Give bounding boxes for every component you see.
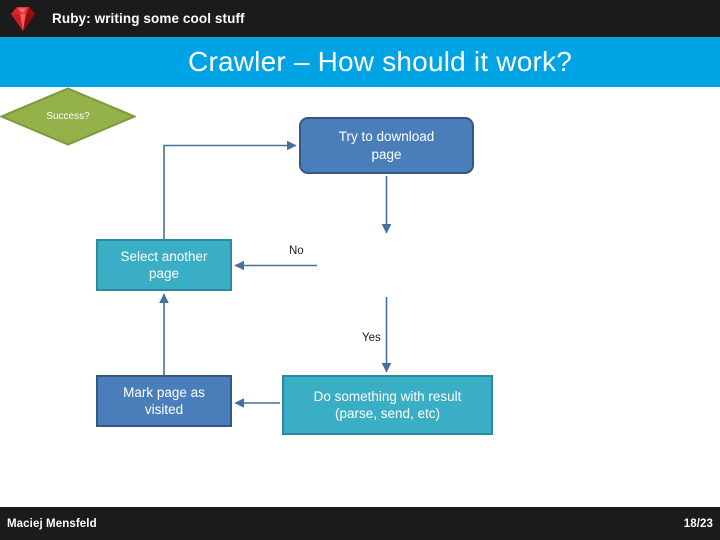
flow-node-label: Mark page as visited (123, 384, 205, 419)
flow-node-label-line2: (parse, send, etc) (334, 406, 441, 421)
flow-node-label: Select another page (120, 248, 207, 283)
flowchart-connectors (159, 140, 392, 408)
flow-node-success-decision[interactable]: Success? (0, 87, 136, 146)
flow-node-label-line1: Do something with result (313, 388, 462, 404)
slide-title-banner: Crawler – How should it work? (0, 37, 720, 87)
flow-node-label-line2: page (371, 146, 402, 162)
flow-node-label-line2: page (148, 266, 180, 281)
flow-node-label-line2: visited (144, 402, 184, 417)
ruby-gem-icon (6, 2, 40, 36)
flow-node-label: Do something with result (parse, send, e… (314, 388, 462, 423)
flow-node-label: Success? (46, 111, 90, 122)
slide-title: Crawler – How should it work? (188, 46, 572, 77)
flow-node-label-line1: Try to download (338, 129, 435, 145)
diamond-shape (0, 87, 136, 146)
flow-node-label-line1: Select another (120, 248, 208, 264)
flow-node-select-another-page[interactable]: Select another page (96, 239, 232, 291)
flow-node-do-something-with-result[interactable]: Do something with result (parse, send, e… (282, 375, 493, 435)
flowchart-canvas: Try to download page Select another page… (0, 87, 720, 507)
flow-node-label-line1: Mark page as (123, 384, 205, 400)
edge-select-to-download (163, 140, 297, 239)
edge-label-yes: Yes (362, 332, 381, 344)
footer-author: Maciej Mensfeld (7, 517, 97, 530)
flow-node-mark-page-as-visited[interactable]: Mark page as visited (96, 375, 232, 427)
deck-title: Ruby: writing some cool stuff (52, 11, 245, 26)
footer-bar: Maciej Mensfeld 18/23 (0, 507, 720, 540)
flow-node-try-to-download-page[interactable]: Try to download page (299, 117, 474, 174)
top-bar: Ruby: writing some cool stuff (0, 0, 720, 37)
footer-page-number: 18/23 (683, 517, 713, 530)
flow-node-label: Try to download page (339, 128, 435, 163)
edge-label-no: No (289, 245, 304, 257)
